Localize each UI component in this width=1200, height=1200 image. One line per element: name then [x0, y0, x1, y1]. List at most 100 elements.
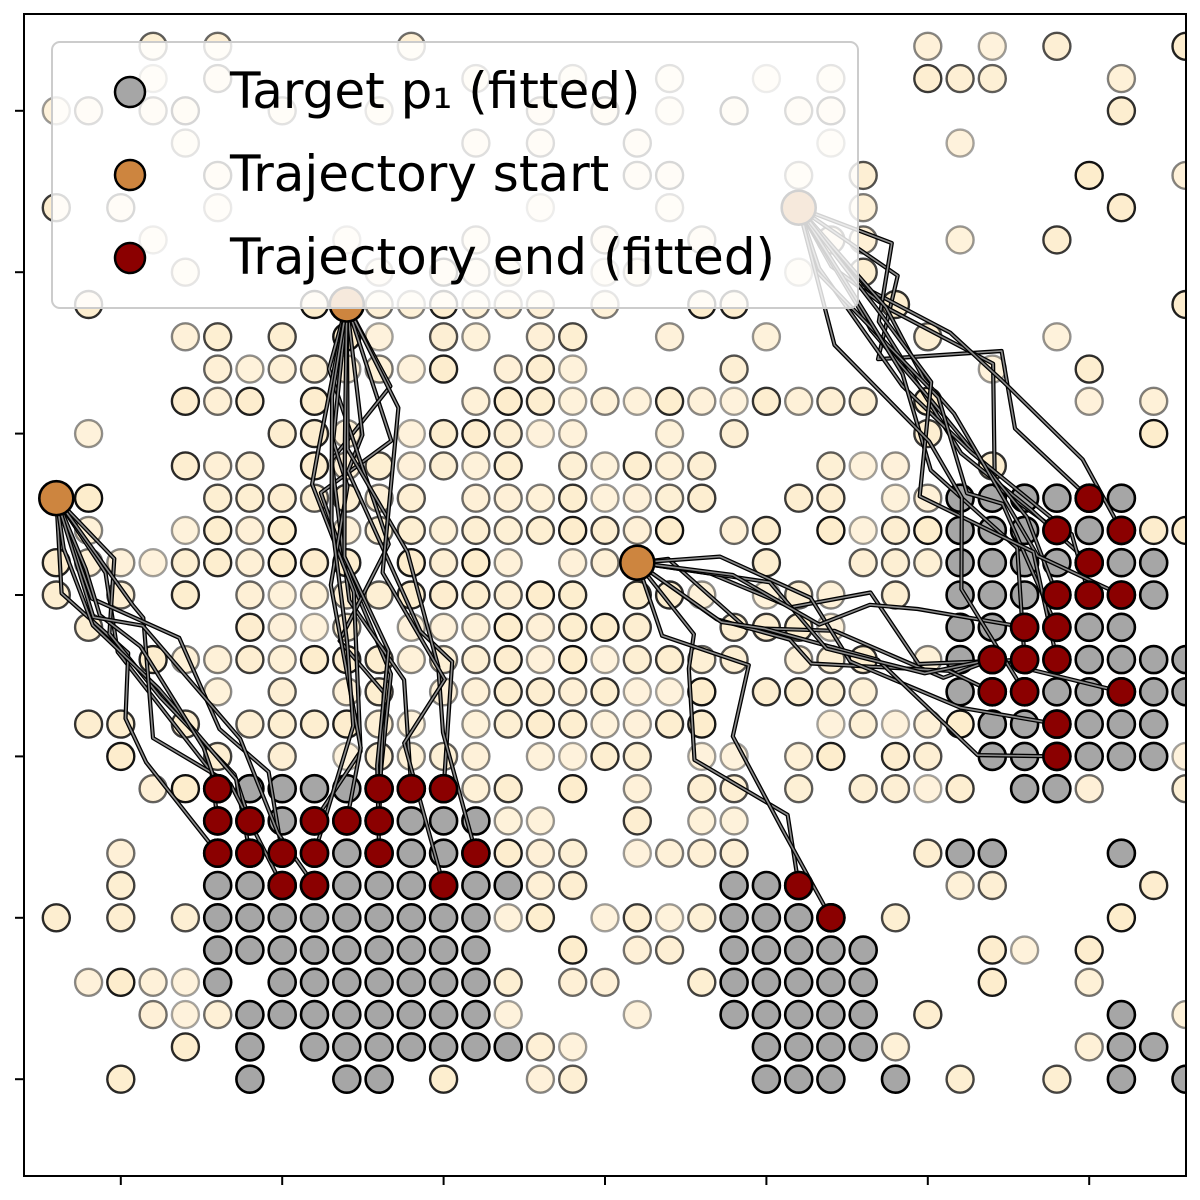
background-point	[687, 967, 717, 997]
background-point	[622, 612, 652, 642]
background-point	[687, 903, 717, 933]
background-point	[106, 903, 136, 933]
trajectory-end-point	[1106, 676, 1137, 707]
background-point	[751, 322, 782, 352]
background-point	[525, 1032, 556, 1062]
background-point	[558, 386, 588, 416]
background-point	[622, 451, 652, 481]
target-point	[816, 967, 846, 998]
background-point	[493, 386, 523, 416]
trajectory-end-point	[1074, 547, 1104, 578]
background-point	[558, 1032, 588, 1062]
trajectory-line	[55, 498, 219, 854]
background-point	[558, 870, 588, 901]
target-point	[396, 967, 427, 998]
target-point	[235, 999, 265, 1030]
target-point	[1106, 547, 1137, 578]
background-point	[461, 451, 491, 481]
target-point	[880, 1064, 911, 1094]
background-point	[913, 548, 943, 578]
target-point	[267, 967, 298, 998]
background-point	[784, 483, 814, 513]
background-point	[751, 677, 782, 707]
background-point	[461, 483, 491, 513]
background-point	[784, 774, 814, 804]
background-point	[267, 644, 297, 675]
background-point	[267, 418, 297, 449]
background-point	[687, 838, 717, 868]
background-point	[1106, 63, 1137, 94]
background-point	[622, 677, 652, 707]
background-point	[493, 580, 523, 610]
background-point	[267, 741, 297, 772]
trajectory-end-point	[1042, 580, 1072, 610]
background-point	[784, 741, 814, 772]
background-point	[170, 903, 201, 933]
target-point	[461, 935, 491, 965]
trajectory-end-point	[364, 773, 394, 804]
target-point	[783, 1064, 814, 1094]
background-point	[428, 612, 459, 642]
background-point	[1171, 774, 1186, 804]
background-point	[170, 967, 201, 997]
target-point	[719, 902, 749, 933]
trajectory-line	[346, 304, 446, 886]
target-point	[816, 1064, 846, 1094]
background-point	[170, 451, 201, 481]
background-point	[202, 548, 233, 578]
trajectory-end-point	[1074, 483, 1104, 514]
background-point	[396, 515, 426, 546]
target-point	[1106, 1032, 1137, 1062]
background-point	[73, 967, 104, 997]
background-point	[525, 418, 556, 449]
target-point	[1106, 999, 1137, 1030]
target-point	[461, 1032, 491, 1062]
background-point	[558, 612, 588, 642]
background-point	[848, 386, 878, 416]
background-point	[977, 870, 1007, 901]
trajectory-line	[797, 207, 1026, 693]
background-point	[493, 967, 523, 997]
background-point	[428, 322, 459, 352]
target-point	[396, 935, 427, 965]
background-point	[880, 451, 911, 481]
background-point	[461, 322, 491, 352]
background-point	[622, 386, 652, 416]
trajectory-end-point	[1042, 515, 1072, 546]
background-point	[428, 354, 459, 384]
background-point	[558, 774, 588, 804]
background-point	[977, 63, 1007, 94]
target-point	[396, 806, 427, 836]
background-point	[622, 483, 652, 513]
background-point	[622, 741, 652, 772]
target-point	[751, 902, 782, 933]
background-point	[202, 354, 233, 384]
background-point	[170, 386, 201, 416]
background-point	[1042, 1064, 1072, 1094]
background-point	[816, 741, 846, 772]
background-point	[235, 483, 265, 513]
target-point	[945, 612, 975, 643]
trajectory-start-point	[37, 479, 75, 517]
target-point	[783, 935, 814, 965]
background-point	[525, 354, 556, 384]
background-point	[493, 483, 523, 513]
background-point	[73, 418, 104, 449]
background-point	[719, 515, 749, 546]
target-point	[493, 870, 524, 901]
trajectory-end-point	[331, 806, 362, 836]
background-point	[687, 483, 717, 513]
target-point	[331, 1064, 362, 1094]
target-point	[1138, 580, 1169, 610]
background-point	[106, 967, 136, 997]
target-point	[331, 902, 362, 933]
background-point	[913, 63, 943, 94]
background-point	[558, 354, 588, 384]
background-point	[977, 967, 1007, 997]
trajectory-end-point	[461, 838, 491, 869]
background-point	[687, 806, 717, 836]
trajectory-start-point	[618, 544, 656, 582]
background-point	[106, 838, 136, 868]
legend-marker-start	[113, 158, 147, 192]
background-point	[558, 677, 588, 707]
